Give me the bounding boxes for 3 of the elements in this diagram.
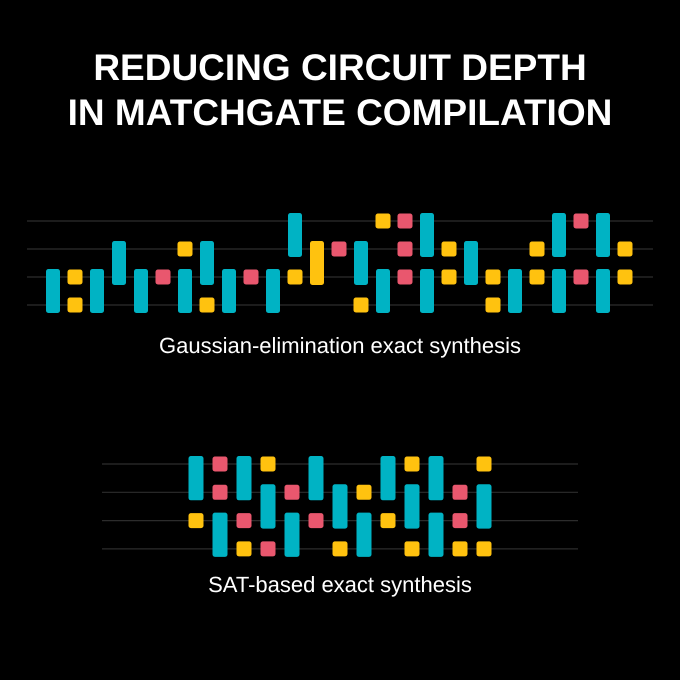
title: REDUCING CIRCUIT DEPTH IN MATCHGATE COMPILATION <box>66 46 614 135</box>
caption: Gaussian-elimination exact synthesis <box>158 333 522 359</box>
caption: SAT-based exact synthesis <box>207 572 473 598</box>
